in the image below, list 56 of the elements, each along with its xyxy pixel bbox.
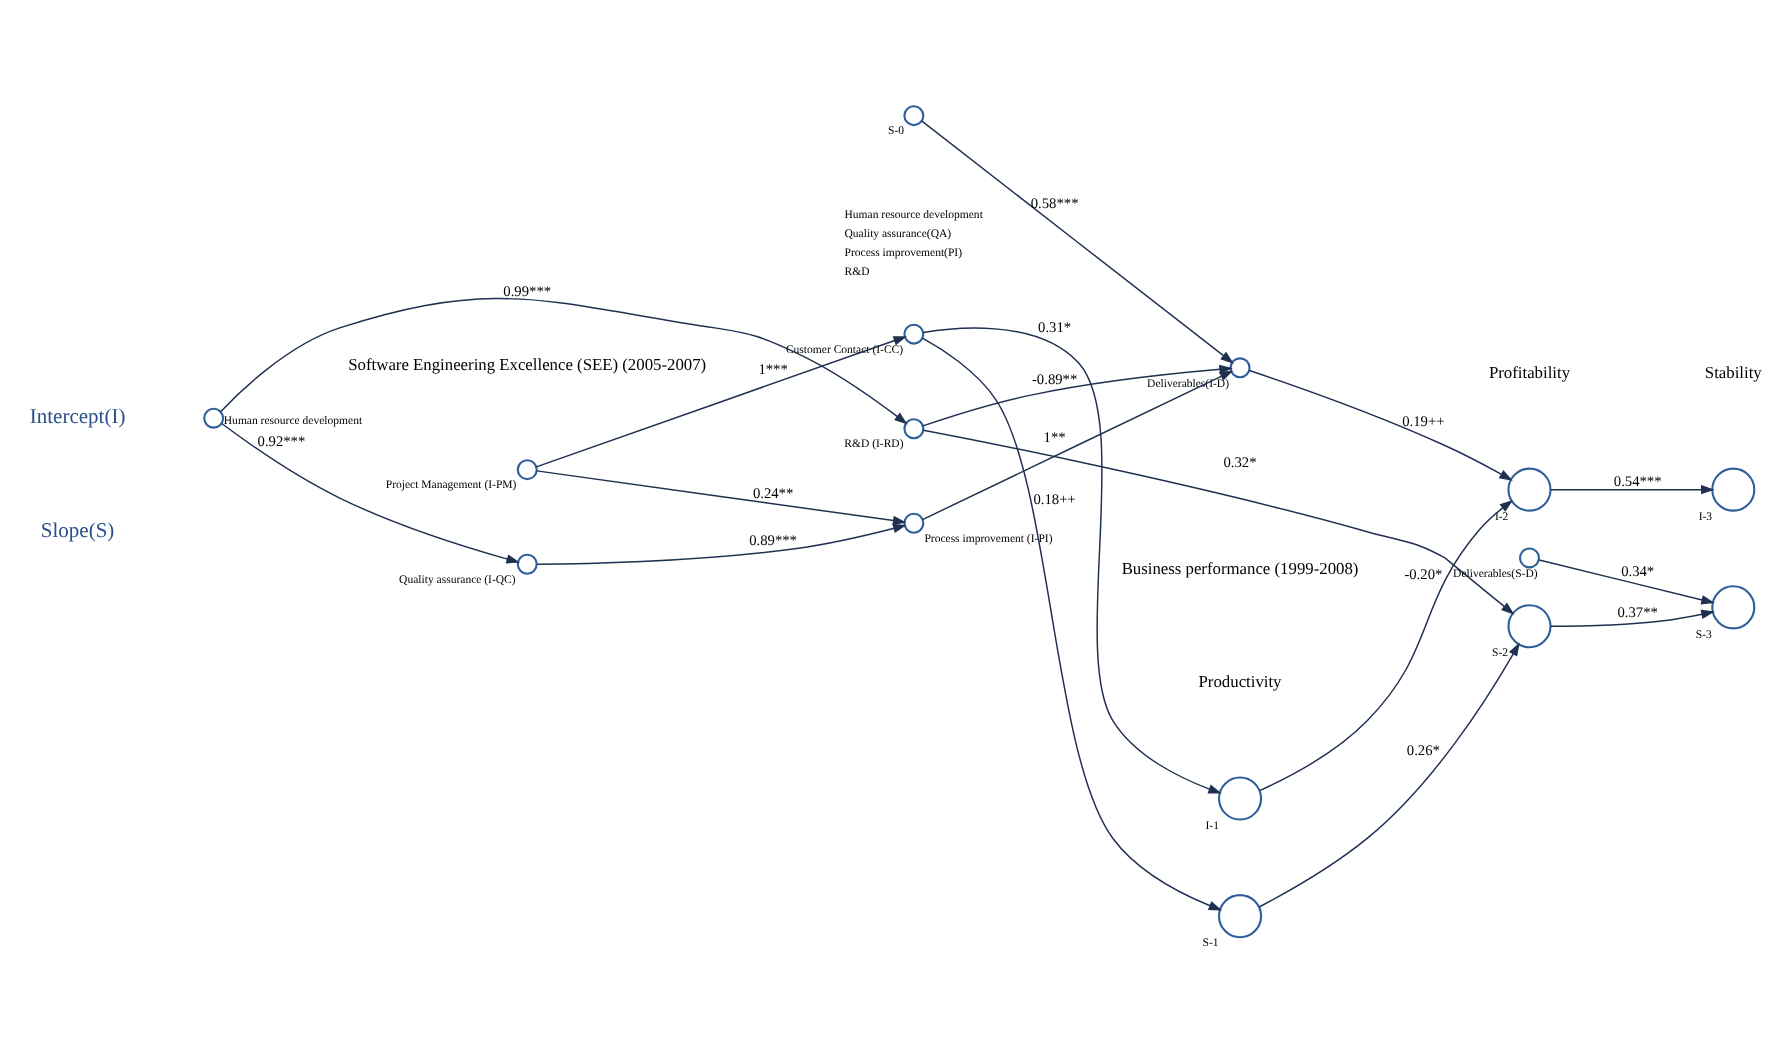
arrow [220, 422, 520, 564]
label: Profitability [1488, 364, 1571, 383]
arrow [535, 336, 907, 468]
edge-label: 1** [1043, 427, 1066, 446]
arrow [1248, 369, 1513, 481]
label: Productivity [1198, 672, 1282, 691]
edge-label: 0.58*** [1030, 194, 1079, 213]
node-circle [903, 512, 925, 534]
arrow [921, 120, 1234, 364]
arrow [536, 523, 907, 565]
arrow [1549, 484, 1715, 495]
label: Software Engineering Excellence (SEE) (2005-2007) [348, 355, 707, 374]
label: Intercept(I) [29, 407, 126, 430]
arrow [922, 364, 1233, 427]
edge-label: 0.24** [752, 484, 794, 503]
label: Slope(S) [40, 520, 115, 543]
node-circle [1229, 357, 1251, 379]
arrow [1258, 642, 1520, 908]
arrow [1538, 559, 1715, 605]
node-circle [903, 323, 925, 345]
edge-label: 0.32* [1223, 452, 1257, 471]
edge-label: 0.99*** [503, 281, 552, 300]
node-circle [516, 553, 538, 575]
node-circle [1507, 604, 1552, 649]
edge-label: 0.18++ [1033, 489, 1076, 508]
node-circle [516, 459, 538, 481]
edge-label: 0.54*** [1613, 471, 1662, 490]
edge-label: 0.31* [1038, 318, 1072, 337]
arrow [921, 337, 1223, 911]
edge-label: -0.20* [1404, 565, 1443, 584]
node-circle [903, 105, 925, 127]
edge-label: 0.19++ [1402, 411, 1445, 430]
edge-label: 0.26* [1406, 740, 1440, 759]
node-circle [203, 407, 225, 429]
node-circle [903, 418, 925, 440]
arrow [1259, 499, 1514, 792]
node-circle [1218, 776, 1263, 821]
arrow [219, 297, 908, 425]
arrow [535, 470, 907, 526]
node-circle [1519, 547, 1540, 569]
edge-label: 0.89*** [749, 530, 797, 549]
edge-label: 0.92*** [257, 431, 306, 450]
node-circle [1711, 585, 1756, 630]
arrow [922, 429, 1515, 615]
arrow [1549, 609, 1715, 628]
edge-label: 1*** [758, 360, 788, 379]
arrow [921, 370, 1234, 521]
node-circle [1218, 894, 1263, 939]
edge-label: 0.37** [1617, 602, 1658, 621]
node-circle [1507, 467, 1552, 512]
edge-label: -0.89** [1031, 369, 1078, 388]
arrow [922, 327, 1222, 794]
node-circle [1711, 467, 1756, 512]
label: Stability [1704, 364, 1762, 383]
edge-label: 0.34* [1621, 562, 1655, 581]
label: Business performance (1999-2008) [1121, 559, 1359, 578]
